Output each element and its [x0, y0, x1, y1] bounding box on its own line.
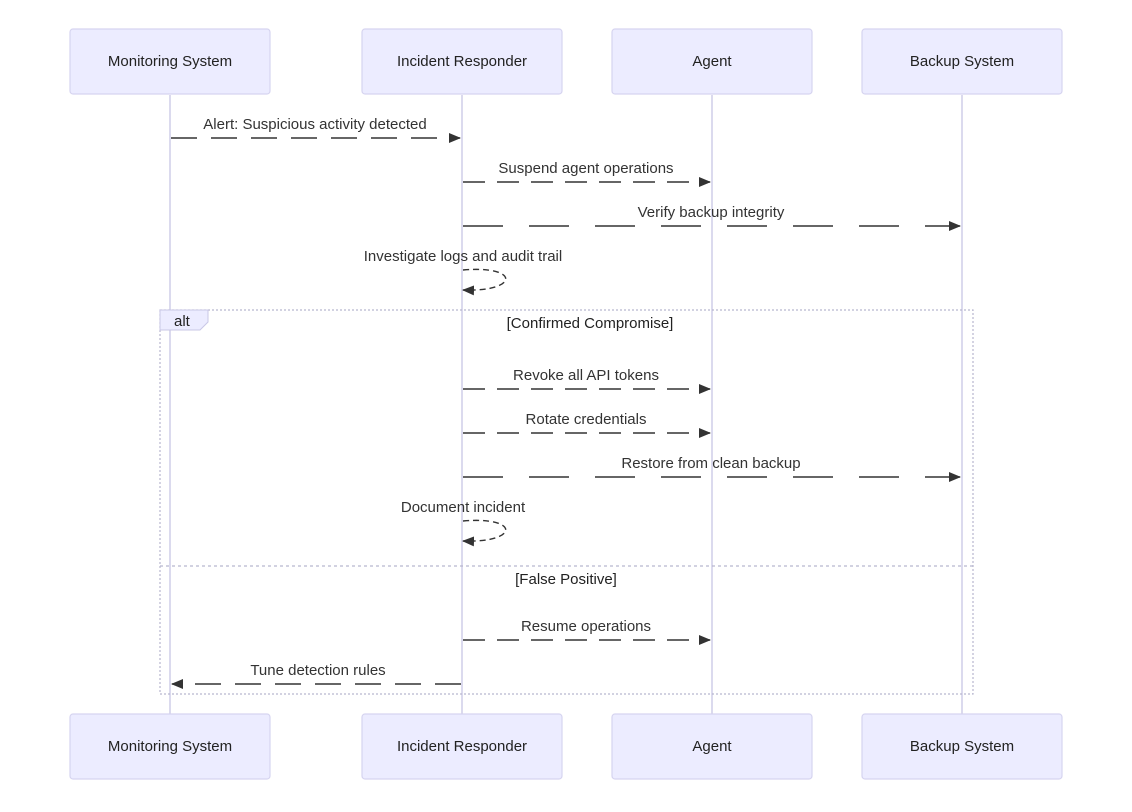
actor-label: Monitoring System: [108, 738, 232, 755]
message-label: Tune detection rules: [250, 662, 385, 679]
alt-keyword: alt: [174, 313, 191, 330]
message-label: Suspend agent operations: [498, 160, 673, 177]
alt-condition-false-positive: [False Positive]: [515, 571, 617, 588]
actor-incident-responder-top: Incident Responder: [361, 28, 563, 95]
message-revoke-tokens: Revoke all API tokens: [463, 367, 711, 394]
actor-label: Monitoring System: [108, 53, 232, 70]
message-label: Investigate logs and audit trail: [364, 248, 562, 265]
message-document-incident: Document incident: [401, 499, 526, 547]
actor-label: Incident Responder: [397, 738, 527, 755]
message-label: Verify backup integrity: [638, 204, 785, 221]
alt-frame: alt [Confirmed Compromise] [False Positi…: [159, 309, 974, 695]
message-tune-detection-rules: Tune detection rules: [171, 662, 461, 689]
message-label: Restore from clean backup: [621, 455, 800, 472]
alt-frame-tab: [159, 309, 209, 331]
actor-label: Agent: [692, 738, 732, 755]
message-suspend-agent: Suspend agent operations: [463, 160, 711, 187]
message-label: Alert: Suspicious activity detected: [203, 116, 426, 133]
message-rotate-credentials: Rotate credentials: [463, 411, 711, 438]
message-label: Document incident: [401, 499, 526, 516]
message-alert: Alert: Suspicious activity detected: [171, 116, 461, 143]
actor-backup-system-bottom: Backup System: [861, 713, 1063, 780]
actor-agent-bottom: Agent: [611, 713, 813, 780]
actor-backup-system-top: Backup System: [861, 28, 1063, 95]
actor-monitoring-system-top: Monitoring System: [69, 28, 271, 95]
actor-label: Agent: [692, 53, 732, 70]
actor-label: Incident Responder: [397, 53, 527, 70]
message-resume-operations: Resume operations: [463, 618, 711, 645]
alt-condition-confirmed: [Confirmed Compromise]: [507, 315, 674, 332]
actor-agent-top: Agent: [611, 28, 813, 95]
actor-label: Backup System: [910, 53, 1014, 70]
actor-label: Backup System: [910, 738, 1014, 755]
actor-monitoring-system-bottom: Monitoring System: [69, 713, 271, 780]
actor-incident-responder-bottom: Incident Responder: [361, 713, 563, 780]
message-label: Rotate credentials: [526, 411, 647, 428]
message-label: Resume operations: [521, 618, 651, 635]
message-investigate-logs: Investigate logs and audit trail: [364, 248, 562, 296]
message-label: Revoke all API tokens: [513, 367, 659, 384]
message-restore-backup: Restore from clean backup: [463, 455, 961, 482]
message-verify-backup: Verify backup integrity: [463, 204, 961, 231]
